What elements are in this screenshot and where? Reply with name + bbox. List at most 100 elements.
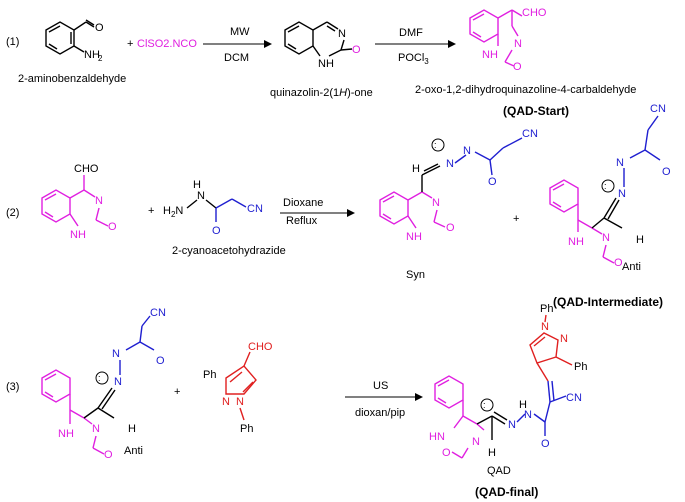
atom-O-quinazolinone: O	[352, 44, 361, 56]
atom-H-syn: H	[412, 163, 420, 175]
atom-O-syn-hydrazide: O	[488, 176, 497, 188]
atom-O-hydrazide: O	[212, 225, 221, 237]
atom-H-anti: H	[636, 234, 644, 246]
atom-NH2-subscript: 2	[98, 54, 103, 63]
atom-H-hydrazide: H	[193, 179, 201, 191]
atom-NH-start: NH	[482, 49, 498, 61]
arrow2-condition-top: DMF	[399, 27, 423, 39]
atom-NH-quinazolinone: NH	[318, 58, 334, 70]
atom-NH-syn-hydrazide: N	[463, 145, 471, 157]
molecule-syn-isomer: N O NH H : N N O CN	[379, 128, 538, 243]
isomer-label-syn: Syn	[406, 269, 425, 281]
molecule-qad-start: CHO N O NH	[469, 7, 547, 73]
atom-N-hydrazide: N	[197, 190, 205, 202]
reagent-clso2nco: ClSO2.NCO	[137, 38, 197, 50]
atom-N-anti-imine: N	[618, 188, 626, 200]
atom-N-final-imine: N	[508, 419, 516, 431]
atom-CHO-start: CHO	[522, 7, 547, 19]
reagent-name-cyanoacetohydrazide: 2-cyanoacetohydrazide	[172, 245, 286, 257]
molecule-anti-isomer: N O NH H : N N O CN	[549, 103, 671, 269]
atom-N-final-pyr-b: N	[560, 333, 568, 345]
atom-Ph-pyrazole-b: Ph	[240, 423, 253, 435]
molecule-cyanoacetohydrazide: H2N H N O CN	[163, 179, 263, 237]
arrow2-condition-bottom: POCl3	[398, 52, 429, 66]
atom-NH-syn: NH	[406, 231, 422, 243]
atom-NH-anti-r3-hydrazide: N	[112, 348, 120, 360]
arrow4-condition-bottom: dioxan/pip	[355, 407, 405, 419]
atom-N-anti-r3: N	[92, 423, 100, 435]
molecule-quinazolinone: N O NH	[284, 21, 361, 70]
atom-N-anti: N	[602, 232, 610, 244]
atom-CN-anti: CN	[650, 103, 666, 115]
atom-CN-hydrazide: CN	[247, 203, 263, 215]
plus-sign-r2-a: +	[148, 205, 154, 217]
molecule-anti-reactant: N O NH H : N N O CN	[41, 307, 166, 461]
product-label-qad-start: (QAD-Start)	[503, 104, 569, 118]
atom-O-anti-r3: O	[104, 449, 113, 461]
product-name-qad-start: 2-oxo-1,2-dihydroquinazoline-4-carbaldeh…	[415, 84, 636, 96]
atom-Ph-pyrazole-a: Ph	[203, 369, 216, 381]
isomer-label-anti-r3: Anti	[124, 445, 143, 457]
atom-NH-r2: NH	[70, 229, 86, 241]
atom-O-anti-r3-hydrazide: O	[156, 355, 165, 367]
atom-O-anti: O	[614, 257, 623, 269]
product-label-qad-intermediate: (QAD-Intermediate)	[553, 295, 663, 309]
atom-O-r2: O	[108, 221, 117, 233]
atom-CHO-pyrazole: CHO	[248, 341, 273, 353]
atom-O-start: O	[513, 61, 522, 73]
molecule-pyrazole-aldehyde: Ph CHO N N Ph	[203, 341, 273, 435]
atom-N-syn: N	[432, 197, 440, 209]
atom-N-anti-r3-imine: N	[114, 376, 122, 388]
atom-N-syn-imine: N	[446, 158, 454, 170]
reaction-arrow-1	[203, 40, 272, 48]
molecule-2-aminobenzaldehyde: O NH 2	[45, 19, 104, 63]
svg-text::: :	[434, 140, 437, 150]
step-number-2: (2)	[6, 207, 19, 219]
arrow1-condition-bottom: DCM	[224, 52, 249, 64]
arrow3-condition-bottom: Reflux	[286, 215, 318, 227]
svg-text::: :	[98, 373, 101, 383]
isomer-label-anti: Anti	[622, 261, 641, 273]
atom-N-final-pyr-a: N	[541, 321, 549, 333]
step-number-3: (3)	[6, 381, 19, 393]
atom-H-final: H	[488, 447, 496, 459]
atom-N: N	[338, 28, 346, 40]
arrow1-condition-top: MW	[230, 26, 250, 38]
atom-N-final: N	[472, 436, 480, 448]
atom-N-final-amide: N	[524, 409, 532, 421]
svg-text::: :	[483, 400, 486, 410]
arrow3-condition-top: Dioxane	[283, 197, 323, 209]
atom-NH-anti-r3: NH	[58, 428, 74, 440]
atom-N-pyrazole-b: N	[236, 396, 244, 408]
atom-O-syn: O	[446, 222, 455, 234]
plus-sign-r3: +	[174, 386, 180, 398]
arrow4-condition-top: US	[373, 380, 388, 392]
reaction-arrow-2	[375, 40, 456, 48]
atom-CHO-r2: CHO	[74, 163, 99, 175]
product-label-qad-final: (QAD-final)	[475, 485, 538, 499]
atom-Ph-final-a: Ph	[540, 303, 553, 315]
atom-H-final-amide: H	[519, 399, 527, 411]
intermediate-name-quinazolinone: quinazolin-2(1H)-one	[270, 87, 373, 99]
atom-N-r2: N	[95, 195, 103, 207]
reaction-arrow-4	[345, 393, 423, 401]
atom-HN-final: HN	[429, 431, 445, 443]
atom-O-final: O	[442, 447, 451, 459]
atom-CN-final: CN	[566, 392, 582, 404]
atom-NH-anti: NH	[568, 236, 584, 248]
atom-O: O	[95, 22, 104, 34]
atom-H-anti-r3: H	[128, 423, 136, 435]
molecule-qad-final: N O HN H : N H N O CN N N Ph Ph	[429, 303, 587, 459]
molecule-qad-start-reactant: CHO N O NH	[41, 163, 117, 241]
atom-CN-anti-r3: CN	[150, 307, 166, 319]
atom-Ph-final-b: Ph	[574, 361, 587, 373]
atom-N-pyrazole-a: N	[222, 396, 230, 408]
atom-O-anti-hydrazide: O	[662, 166, 671, 178]
atom-H2N: H2N	[163, 205, 183, 219]
atom-O-final-amide: O	[541, 438, 550, 450]
atom-NH2: NH	[84, 49, 100, 61]
reaction-arrow-3	[280, 209, 355, 217]
plus-sign-r1: +	[127, 38, 133, 50]
reactant-name-2-aminobenzaldehyde: 2-aminobenzaldehyde	[18, 73, 126, 85]
